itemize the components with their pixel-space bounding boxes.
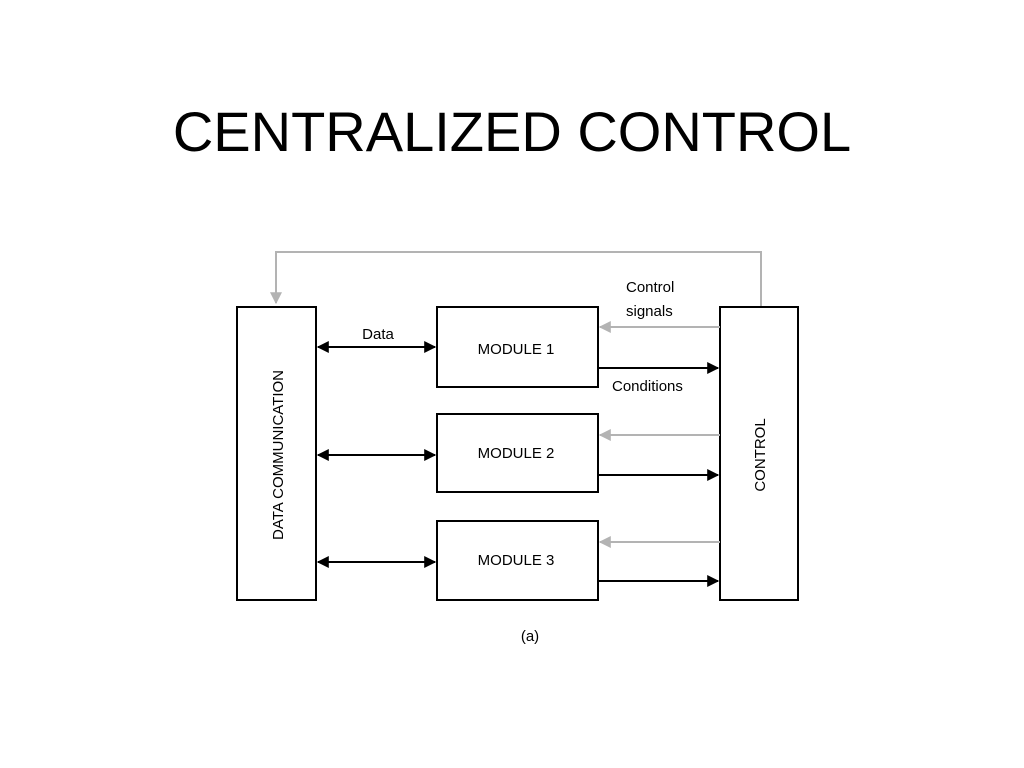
data-communication-block: DATA COMMUNICATION xyxy=(236,306,317,601)
module-2-label: MODULE 2 xyxy=(478,445,555,462)
module-2-block: MODULE 2 xyxy=(436,413,599,493)
control-signals-label-line-1: Control xyxy=(626,279,674,296)
slide-title: CENTRALIZED CONTROL xyxy=(172,100,852,163)
module-3-block: MODULE 3 xyxy=(436,520,599,601)
control-to-data-comm-line xyxy=(270,251,762,307)
control-block: CONTROL xyxy=(719,306,799,601)
module-3-label: MODULE 3 xyxy=(478,552,555,569)
control-label: CONTROL xyxy=(752,418,769,491)
control-signals-label-line-2: signals xyxy=(626,303,673,320)
data-communication-label: DATA COMMUNICATION xyxy=(270,370,287,540)
module-1-block: MODULE 1 xyxy=(436,306,599,388)
conditions-label: Conditions xyxy=(612,378,683,395)
module-1-label: MODULE 1 xyxy=(478,341,555,358)
data-label: Data xyxy=(362,326,394,343)
diagram-caption: (a) xyxy=(521,628,539,645)
